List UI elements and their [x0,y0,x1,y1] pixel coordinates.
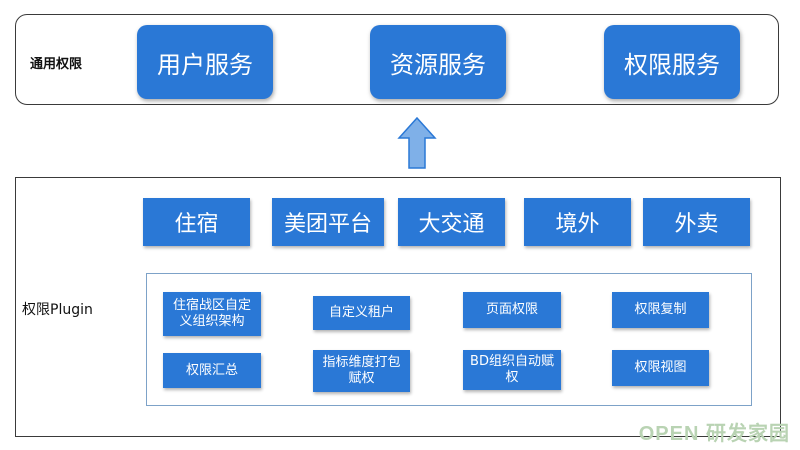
plugin-page-permission: 页面权限 [463,292,561,328]
resource-service-box: 资源服务 [370,25,506,99]
common-permission-label: 通用权限 [30,57,83,72]
biz-takeout: 外卖 [643,198,750,246]
permission-plugin-label: 权限Plugin [22,302,93,318]
plugin-permission-view: 权限视图 [612,350,709,386]
watermark-logo: OPEN 研发家园 [638,423,790,445]
up-arrow-icon [397,116,437,169]
biz-overseas: 境外 [524,198,631,246]
biz-transport: 大交通 [398,198,505,246]
permission-service-box: 权限服务 [604,25,740,99]
plugin-frame [146,273,752,406]
plugin-bd-auto-grant: BD组织自动赋权 [463,350,561,390]
plugin-custom-tenant: 自定义租户 [313,296,410,330]
plugin-lodging-custom-org: 住宿战区自定义组织架构 [163,292,261,336]
plugin-permission-copy: 权限复制 [612,292,709,328]
biz-meituan-platform: 美团平台 [272,198,384,246]
biz-lodging: 住宿 [143,198,250,246]
plugin-permission-summary: 权限汇总 [163,353,261,388]
user-service-box: 用户服务 [137,25,273,99]
plugin-metric-dimension-grant: 指标维度打包赋权 [313,350,410,392]
